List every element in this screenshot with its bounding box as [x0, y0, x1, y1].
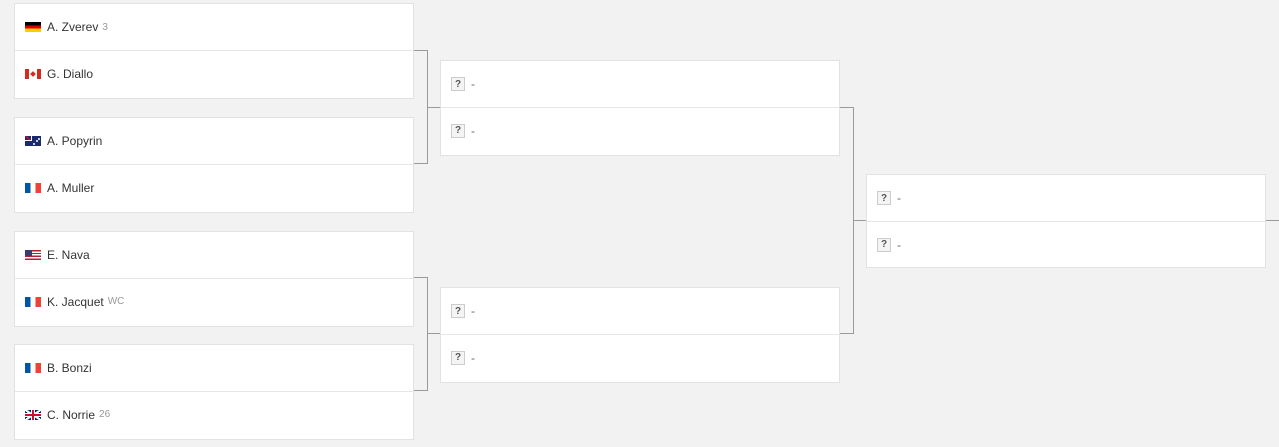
- bracket-connector: [414, 390, 428, 391]
- player-name: -: [897, 191, 901, 205]
- player-seed: 3: [102, 21, 108, 33]
- match-card-r1-4[interactable]: B. Bonzi C. Norrie 26: [14, 344, 414, 440]
- player-row[interactable]: ? -: [441, 334, 839, 380]
- player-name: -: [471, 123, 475, 138]
- france-flag-icon: [25, 182, 41, 193]
- player-name: -: [471, 304, 475, 318]
- player-name: A. Muller: [47, 180, 95, 195]
- bracket-connector: [853, 220, 867, 221]
- bracket-connector: [414, 50, 428, 51]
- player-row[interactable]: K. Jacquet WC: [15, 278, 413, 324]
- player-name: C. Norrie: [47, 407, 96, 422]
- usa-flag-icon: [25, 250, 41, 260]
- player-row[interactable]: ? -: [441, 288, 839, 334]
- player-name: B. Bonzi: [47, 361, 92, 375]
- germany-flag-icon: [25, 22, 41, 32]
- player-row[interactable]: C. Norrie 26: [15, 391, 413, 437]
- player-row[interactable]: ? -: [867, 221, 1265, 267]
- player-row[interactable]: A. Muller: [15, 164, 413, 210]
- player-row[interactable]: ? -: [441, 61, 839, 107]
- player-seed: 26: [99, 409, 111, 420]
- bracket-connector: [1266, 220, 1279, 221]
- bracket-connector: [840, 107, 854, 108]
- match-card-r1-1[interactable]: A. Zverev 3 G. Diallo: [14, 3, 414, 99]
- bracket-connector: [414, 277, 428, 278]
- player-name: -: [471, 77, 475, 91]
- player-row[interactable]: G. Diallo: [15, 50, 413, 96]
- unknown-player-icon: ?: [877, 191, 891, 205]
- match-card-r2-1[interactable]: ? - ? -: [440, 60, 840, 156]
- canada-flag-icon: [25, 68, 41, 79]
- uk-flag-icon: [25, 409, 41, 420]
- bracket-connector: [427, 333, 441, 334]
- player-seed: WC: [107, 296, 125, 307]
- match-card-r1-3[interactable]: E. Nava K. Jacquet WC: [14, 231, 414, 327]
- france-flag-icon: [25, 363, 41, 373]
- bracket-connector: [414, 163, 428, 164]
- player-name: -: [471, 350, 475, 365]
- player-row[interactable]: A. Zverev 3: [15, 4, 413, 50]
- bracket-connector: [427, 277, 428, 391]
- bracket-connector: [840, 333, 854, 334]
- france-flag-icon: [25, 296, 41, 307]
- player-row[interactable]: ? -: [867, 175, 1265, 221]
- unknown-player-icon: ?: [451, 304, 465, 318]
- player-name: A. Zverev: [47, 20, 99, 34]
- australia-flag-icon: [25, 136, 41, 146]
- match-card-r1-2[interactable]: A. Popyrin A. Muller: [14, 117, 414, 213]
- unknown-player-icon: ?: [451, 123, 465, 138]
- player-name: G. Diallo: [47, 66, 94, 81]
- match-card-r3-1[interactable]: ? - ? -: [866, 174, 1266, 268]
- bracket-connector: [427, 107, 441, 108]
- player-name: A. Popyrin: [47, 134, 103, 148]
- unknown-player-icon: ?: [451, 77, 465, 91]
- player-row[interactable]: A. Popyrin: [15, 118, 413, 164]
- player-name: E. Nava: [47, 248, 90, 262]
- player-row[interactable]: ? -: [441, 107, 839, 153]
- player-name: -: [897, 237, 901, 252]
- player-name: K. Jacquet: [47, 294, 104, 309]
- unknown-player-icon: ?: [451, 350, 465, 365]
- player-row[interactable]: E. Nava: [15, 232, 413, 278]
- unknown-player-icon: ?: [877, 237, 891, 252]
- match-card-r2-2[interactable]: ? - ? -: [440, 287, 840, 383]
- player-row[interactable]: B. Bonzi: [15, 345, 413, 391]
